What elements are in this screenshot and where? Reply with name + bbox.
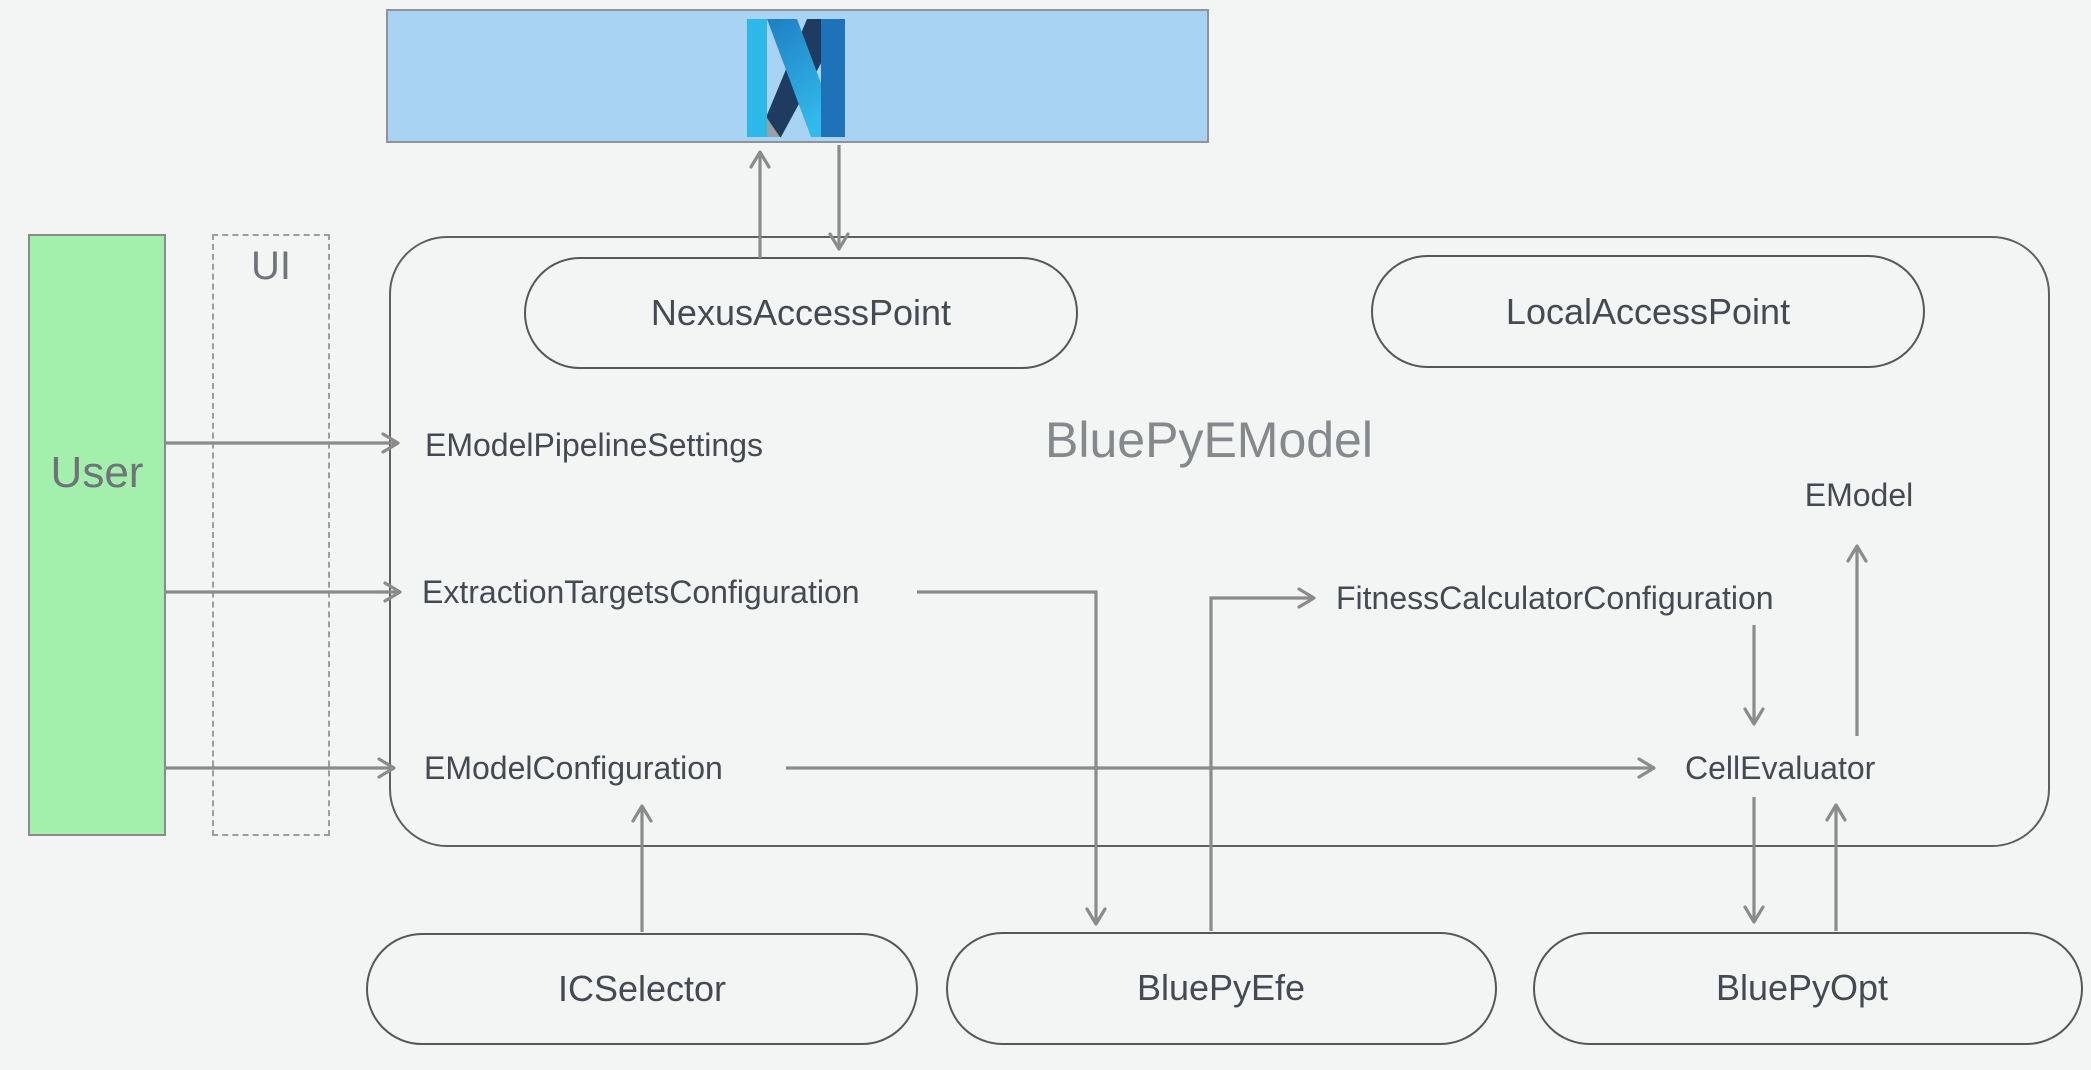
nexus-access-point-label: NexusAccessPoint — [650, 292, 952, 333]
pill-local-access-point — [1371, 255, 1925, 368]
bluepyopt-label: BluePyOpt — [1715, 967, 1889, 1008]
pill-ic-selector — [366, 933, 918, 1045]
local-access-point-label: LocalAccessPoint — [1505, 291, 1791, 332]
cell-evaluator-label: CellEvaluator — [1685, 750, 1876, 786]
pill-nexus-access-point — [524, 257, 1078, 369]
extraction-targets-configuration-label: ExtractionTargetsConfiguration — [422, 574, 860, 610]
ui-box — [212, 234, 330, 836]
emodel-label: EModel — [1804, 477, 1914, 513]
ic-selector-label: ICSelector — [557, 968, 727, 1009]
emodel-pipeline-settings-label: EModelPipelineSettings — [425, 427, 763, 463]
ui-label: UI — [251, 244, 291, 288]
pill-bluepyopt — [1533, 932, 2083, 1045]
emodel-configuration-label: EModelConfiguration — [424, 750, 723, 786]
nexus-logo-icon — [747, 19, 845, 137]
user-box — [28, 234, 166, 836]
fitness-calculator-configuration-label: FitnessCalculatorConfiguration — [1336, 580, 1774, 616]
bluepyefe-label: BluePyEfe — [1136, 967, 1306, 1008]
pill-bluepyefe — [946, 932, 1497, 1045]
user-label: User — [50, 448, 144, 497]
container-title: BluePyEModel — [1045, 412, 1373, 468]
